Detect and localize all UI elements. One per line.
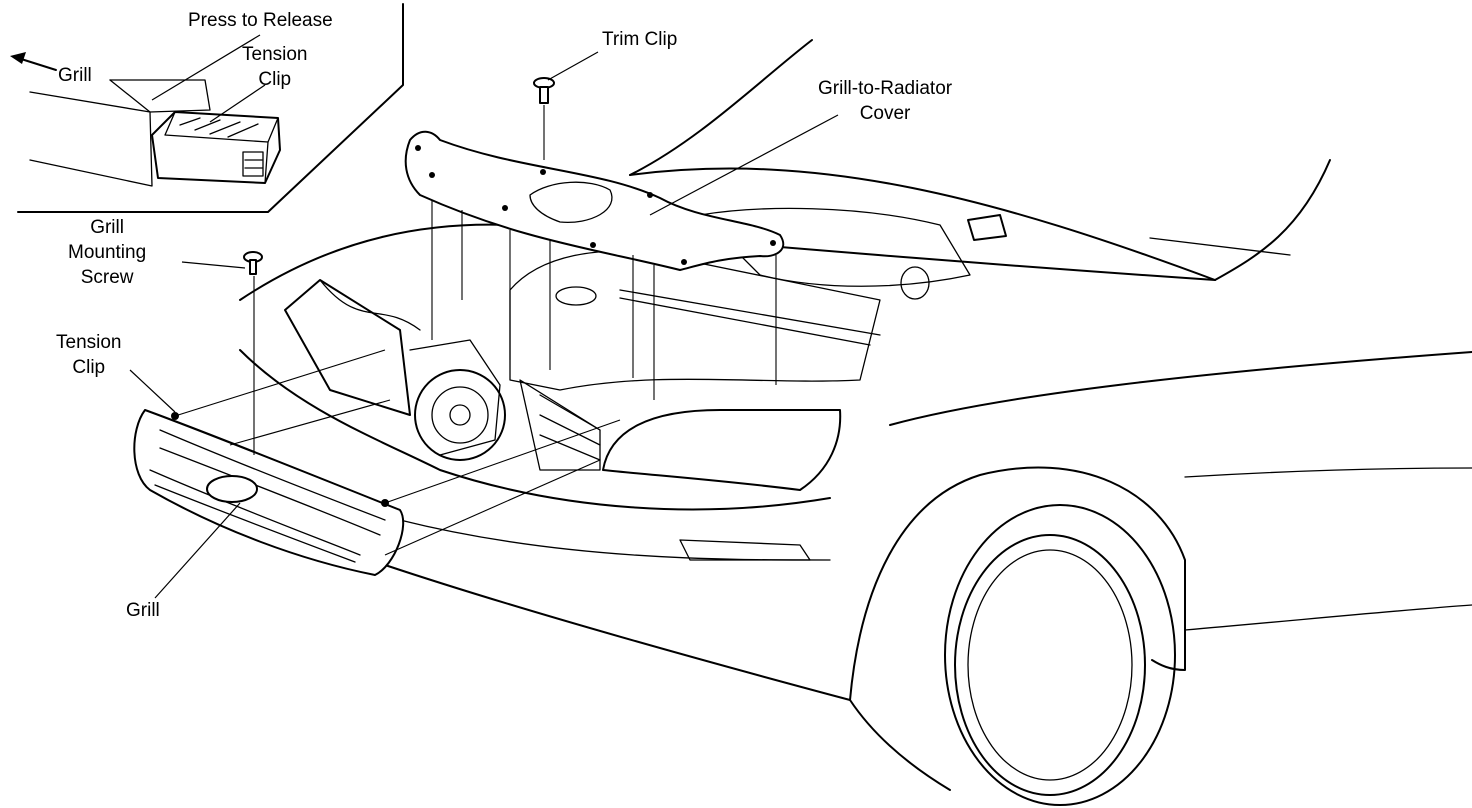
- grill-mounting-screw-part: [243, 251, 263, 275]
- label-inset-tension-clip: Tension Clip: [242, 44, 308, 90]
- label-trim-clip: Trim Clip: [602, 29, 678, 50]
- grill-to-radiator-cover: [404, 130, 785, 271]
- label-inset-grill: Grill: [58, 65, 92, 86]
- label-tension-clip: Tension Clip: [56, 332, 122, 378]
- label-press-to-release: Press to Release: [188, 10, 333, 31]
- leader-lines: [129, 51, 839, 599]
- label-grill-mounting-screw: Grill Mounting Screw: [68, 217, 147, 288]
- car-body: [239, 207, 1472, 806]
- assembly-lines: [174, 105, 777, 556]
- grill-part: [133, 409, 405, 576]
- label-grill-to-radiator-cover: Grill-to-Radiator Cover: [818, 78, 953, 124]
- hood: [629, 39, 1331, 281]
- inset-detail: [10, 3, 404, 213]
- trim-clip-part: [533, 77, 555, 104]
- label-grill: Grill: [126, 600, 160, 621]
